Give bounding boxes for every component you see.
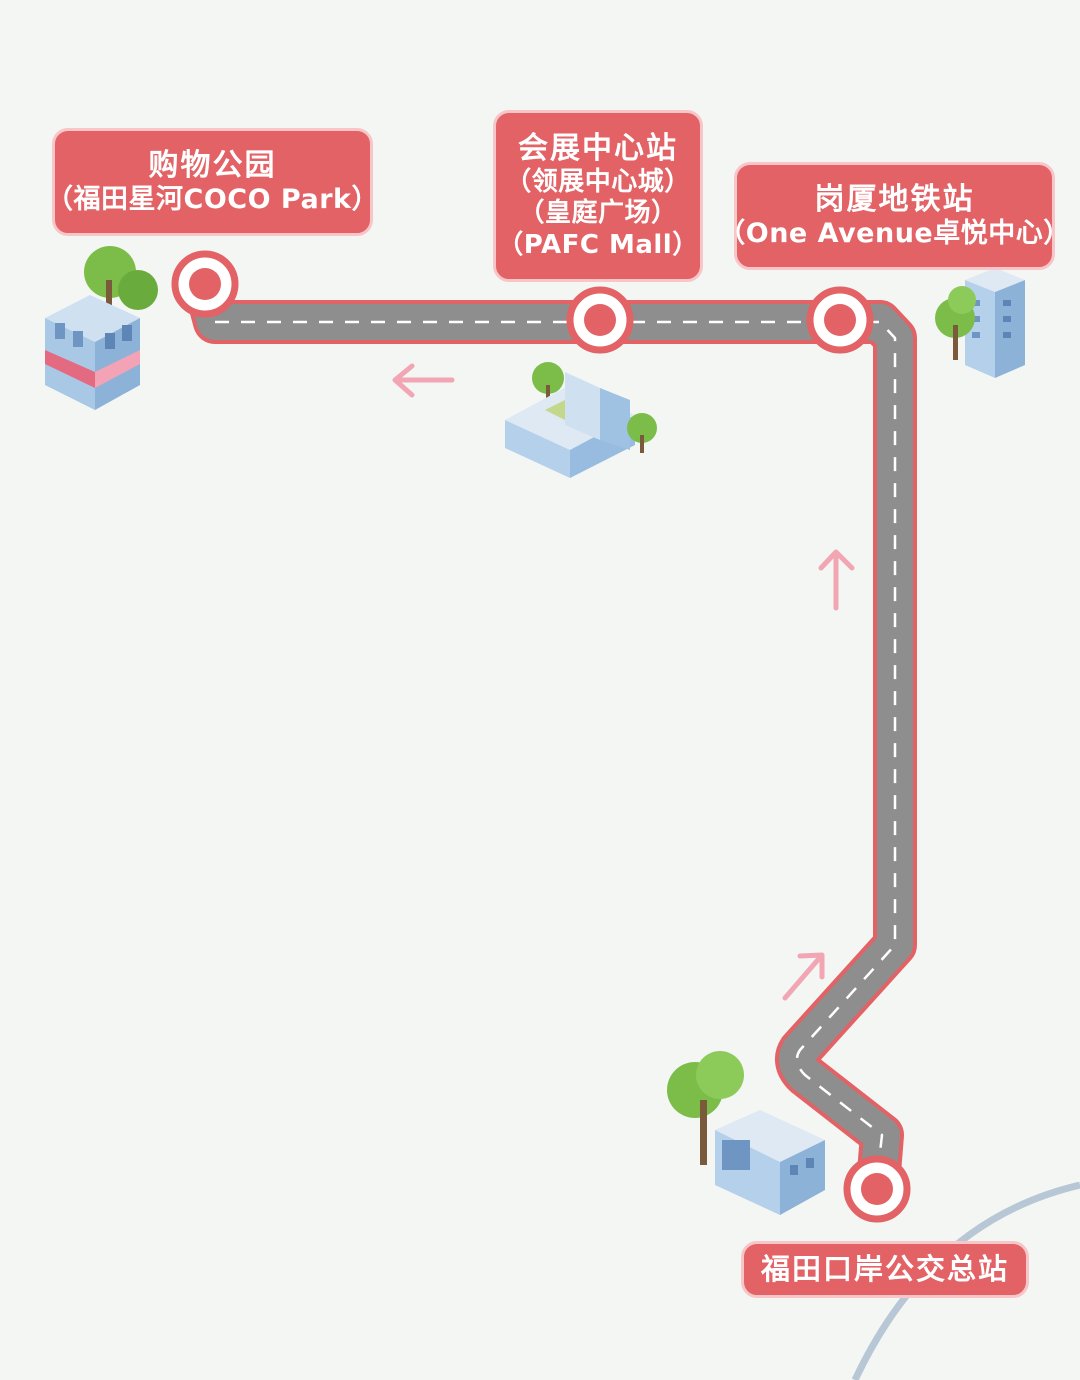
station-detail: （One Avenue卓悦中心） <box>718 217 1071 249</box>
station-marker-icon[interactable] <box>171 250 239 318</box>
station-label-coco-park[interactable]: 购物公园 （福田星河COCO Park） <box>46 128 379 236</box>
station-label-convention-center[interactable]: 会展中心站 （领展中心城） （皇庭广场） （PAFC Mall） <box>493 110 703 282</box>
station-name: 购物公园 <box>148 147 277 183</box>
direction-arrow-icon <box>392 363 455 398</box>
station-marker-icon[interactable] <box>843 1155 911 1223</box>
route-road <box>183 263 917 1207</box>
station-name: 福田口岸公交总站 <box>760 1252 1009 1287</box>
station-label-futian-port[interactable]: 福田口岸公交总站 <box>741 1241 1029 1298</box>
direction-arrow-icon <box>782 952 825 1001</box>
station-name: 岗厦地铁站 <box>814 181 975 217</box>
station-name: 会展中心站 <box>518 131 678 167</box>
station-marker-icon[interactable] <box>566 286 634 354</box>
building-icon <box>45 246 158 410</box>
building-icon <box>667 1051 825 1215</box>
station-marker-icon[interactable] <box>806 286 874 354</box>
station-label-gangxia[interactable]: 岗厦地铁站 （One Avenue卓悦中心） <box>718 162 1070 270</box>
station-detail: （领展中心城） <box>505 167 691 198</box>
station-detail: （皇庭广场） <box>518 198 678 229</box>
building-icon <box>505 362 657 478</box>
station-detail: （福田星河COCO Park） <box>46 183 379 215</box>
building-icon <box>935 268 1025 378</box>
station-detail: （PAFC Mall） <box>497 229 699 260</box>
direction-arrow-icon <box>818 549 855 611</box>
